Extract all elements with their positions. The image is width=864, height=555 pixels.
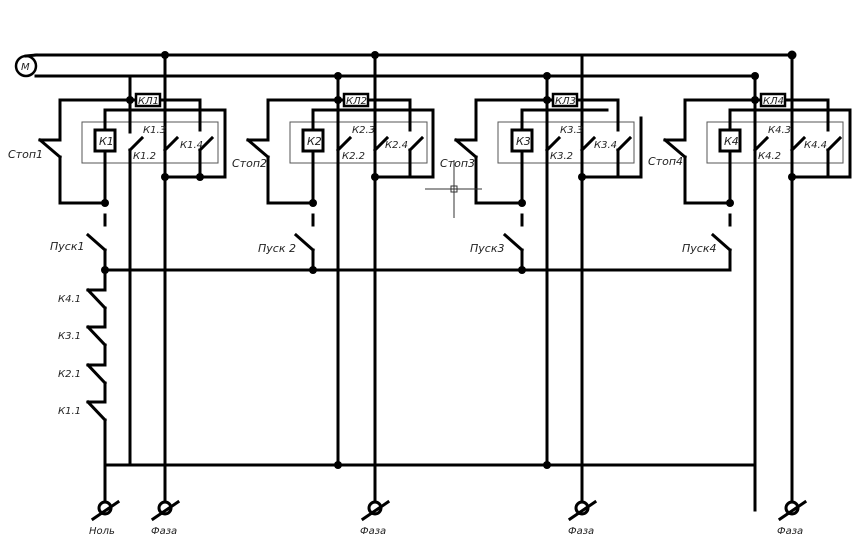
contact-label: К1.2 [133, 151, 156, 162]
lamp-kl1 [134, 92, 162, 108]
motor-label: M [21, 62, 30, 73]
stop-button-label-4: Стоп4 [648, 155, 683, 168]
contact-label: К4.2 [758, 151, 781, 162]
motor: M [14, 54, 38, 78]
terminal-label: Фаза [568, 526, 594, 537]
terminal-neutral: Ноль [89, 499, 121, 537]
contact-label: К4.3 [768, 125, 791, 136]
terminal-phase-2: Фаза [360, 499, 391, 537]
interlock-label: К3.1 [58, 331, 81, 342]
coil-label-2: К2 [307, 135, 322, 148]
lamp-label-2: КЛ2 [346, 96, 367, 107]
terminal-label: Фаза [151, 526, 177, 537]
interlock-label: К2.1 [58, 369, 81, 380]
cad-crosshair-cursor [425, 160, 482, 218]
interlock-chain: К4.1 К3.1 К2.1 К1.1 [58, 268, 108, 512]
terminal-phase-3: Фаза [567, 499, 598, 537]
terminal-label: Фаза [360, 526, 386, 537]
stop-button-label-3: Стоп3 [440, 157, 475, 170]
terminal-phase-4: Фаза [777, 499, 808, 537]
start-button-label-1: Пуск1 [50, 240, 84, 253]
lamp-label-3: КЛ3 [555, 96, 576, 107]
control-unit-1: КЛ1 К1 К1.3 К1.2 К1.4 Стоп1 Пуск1 [8, 53, 227, 512]
control-unit-2: КЛ2 К2 К2.3 К2.2 К2.4 Стоп2 Пуск 2 [232, 53, 435, 512]
lamp-kl3 [551, 92, 579, 108]
lamp-label-1: КЛ1 [138, 96, 159, 107]
contact-label: К2.3 [352, 125, 375, 136]
lamp-label-4: КЛ4 [763, 96, 784, 107]
stop-button-label-1: Стоп1 [8, 148, 43, 161]
contact-label: К1.4 [180, 140, 203, 151]
coil-label-1: К1 [99, 135, 114, 148]
contact-label: К1.3 [143, 125, 166, 136]
interlock-label: К4.1 [58, 294, 81, 305]
interlock-label: К1.1 [58, 406, 81, 417]
control-unit-4: КЛ4 К4 К4.3 К4.2 К4.4 Стоп4 Пуск4 [648, 53, 852, 512]
coil-label-4: К4 [724, 135, 739, 148]
terminal-phase-1: Фаза [150, 499, 181, 537]
stop-button-label-2: Стоп2 [232, 157, 267, 170]
start-button-label-2: Пуск 2 [258, 242, 296, 255]
lamp-kl2 [342, 92, 370, 108]
contact-label: К3.4 [594, 140, 617, 151]
motor-bus [24, 53, 794, 78]
control-unit-3: КЛ3 К3 К3.3 К3.2 К3.4 Стоп3 Пуск3 [440, 53, 643, 512]
coil-label-3: К3 [516, 135, 531, 148]
terminal-label: Ноль [89, 526, 115, 537]
contact-label: К3.2 [550, 151, 573, 162]
terminal-label: Фаза [777, 526, 803, 537]
contact-label: К2.2 [342, 151, 365, 162]
lamp-kl4 [759, 92, 787, 108]
contact-label: К3.3 [560, 125, 583, 136]
contact-label: К4.4 [804, 140, 827, 151]
start-button-label-3: Пуск3 [470, 242, 504, 255]
contact-label: К2.4 [385, 140, 408, 151]
start-button-label-4: Пуск4 [682, 242, 716, 255]
